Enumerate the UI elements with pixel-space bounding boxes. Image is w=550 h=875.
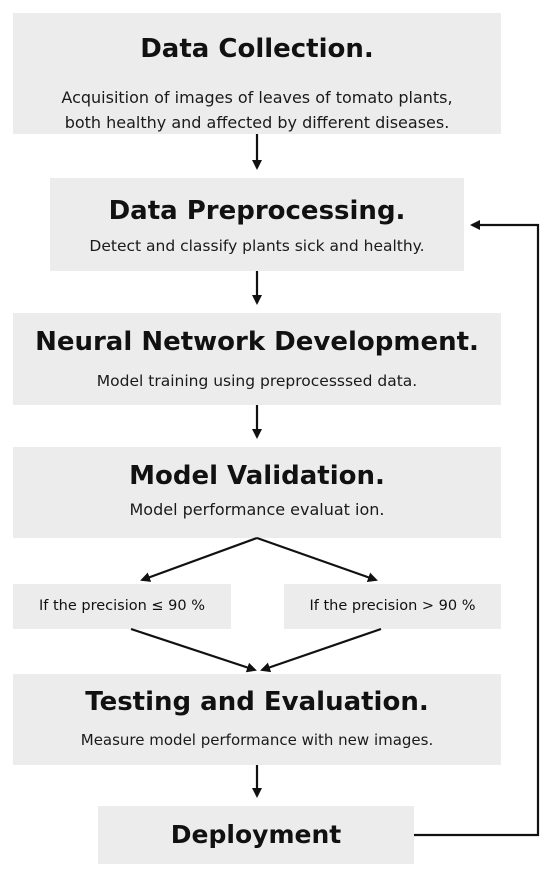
testing-evaluation-title: Testing and Evaluation. <box>85 687 429 717</box>
data-preprocessing-box: Data Preprocessing. Detect and classify … <box>50 178 464 271</box>
model-validation-box: Model Validation. Model performance eval… <box>13 447 501 538</box>
arrow-high-to-testing <box>260 627 382 673</box>
condition-high-box: If the precision > 90 % <box>284 584 501 629</box>
deployment-box: Deployment <box>98 806 414 864</box>
condition-low-box: If the precision ≤ 90 % <box>13 584 231 629</box>
data-collection-desc-line-1: Acquisition of images of leaves of tomat… <box>61 88 453 107</box>
data-collection-title: Data Collection. <box>140 34 374 64</box>
condition-low-label: If the precision ≤ 90 % <box>38 598 205 614</box>
neural-network-title: Neural Network Development. <box>35 327 479 357</box>
data-collection-desc-line-2: both healthy and affected by different d… <box>64 113 450 132</box>
neural-network-description: Model training using preprocesssed data. <box>96 372 418 390</box>
model-validation-title: Model Validation. <box>129 461 385 491</box>
testing-evaluation-description: Measure model performance with new image… <box>80 731 434 749</box>
model-validation-description: Model performance evaluat ion. <box>129 500 385 519</box>
condition-high-label: If the precision > 90 % <box>309 598 476 614</box>
data-collection-box: Data Collection. Acquisition of images o… <box>13 13 501 134</box>
arrow-validation-to-high <box>256 536 378 583</box>
testing-evaluation-box: Testing and Evaluation. Measure model pe… <box>13 674 501 765</box>
arrow-low-to-testing <box>130 627 257 673</box>
neural-network-box: Neural Network Development. Model traini… <box>13 313 501 405</box>
arrow-validation-to-low <box>140 536 258 582</box>
data-preprocessing-title: Data Preprocessing. <box>108 196 406 226</box>
data-collection-description: Acquisition of images of leaves of tomat… <box>13 85 501 135</box>
data-preprocessing-description: Detect and classify plants sick and heal… <box>89 237 425 255</box>
deployment-title: Deployment <box>170 820 342 849</box>
